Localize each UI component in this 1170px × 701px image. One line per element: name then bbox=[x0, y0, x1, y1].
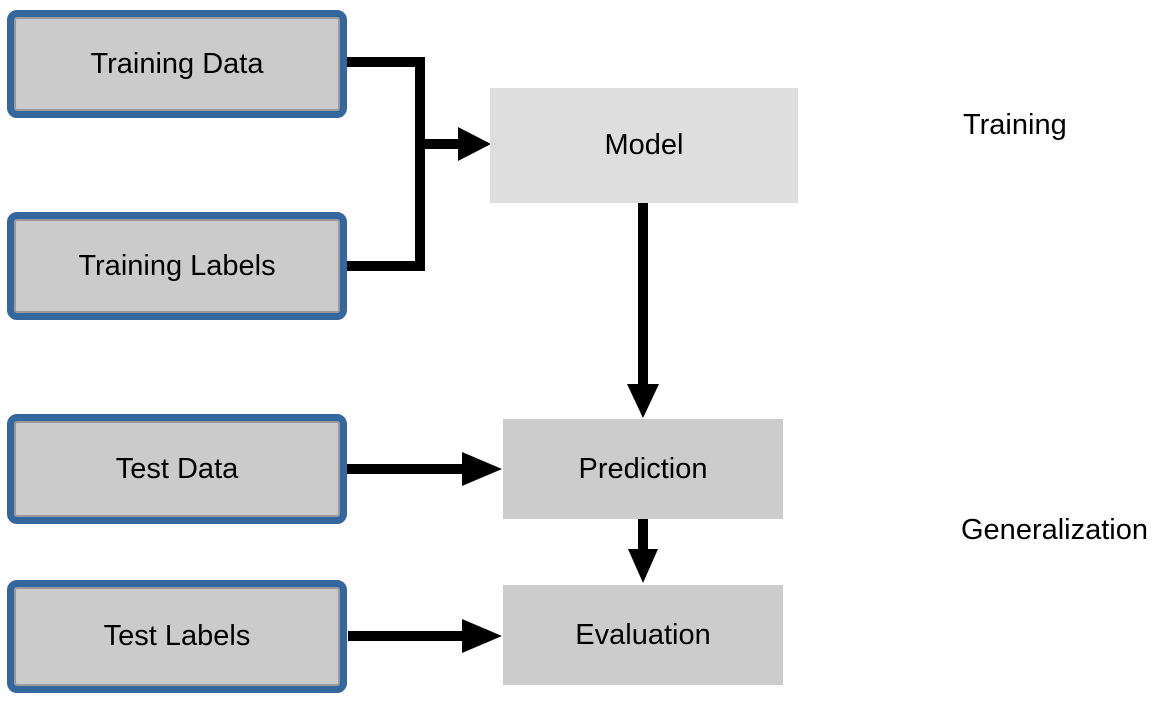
training-labels-box: Training Labels bbox=[7, 212, 347, 320]
edge-test-data-to-prediction-arrowhead bbox=[462, 452, 502, 486]
evaluation-label: Evaluation bbox=[575, 618, 711, 651]
training-data-box: Training Data bbox=[7, 10, 347, 118]
generalization-phase-label: Generalization bbox=[961, 514, 1148, 546]
training-data-label: Training Data bbox=[90, 47, 264, 80]
test-data-label: Test Data bbox=[115, 452, 239, 485]
test-labels-box: Test Labels bbox=[7, 580, 347, 693]
model-box: Model bbox=[490, 88, 798, 203]
edge-prediction-to-evaluation-arrowhead bbox=[628, 549, 658, 583]
prediction-box: Prediction bbox=[503, 419, 783, 519]
edge-test-labels-to-evaluation-arrowhead bbox=[462, 619, 502, 653]
training-labels-label: Training Labels bbox=[78, 249, 276, 282]
edge-model-to-prediction-arrowhead bbox=[627, 384, 659, 418]
edge-training-inputs-bracket bbox=[346, 57, 425, 271]
test-labels-label: Test Labels bbox=[103, 620, 251, 653]
edge-training-to-model-arrowhead bbox=[458, 127, 491, 161]
evaluation-box: Evaluation bbox=[503, 585, 783, 685]
test-data-box: Test Data bbox=[7, 414, 347, 524]
training-phase-label: Training bbox=[963, 109, 1067, 141]
model-label: Model bbox=[604, 129, 684, 162]
prediction-label: Prediction bbox=[578, 452, 708, 485]
